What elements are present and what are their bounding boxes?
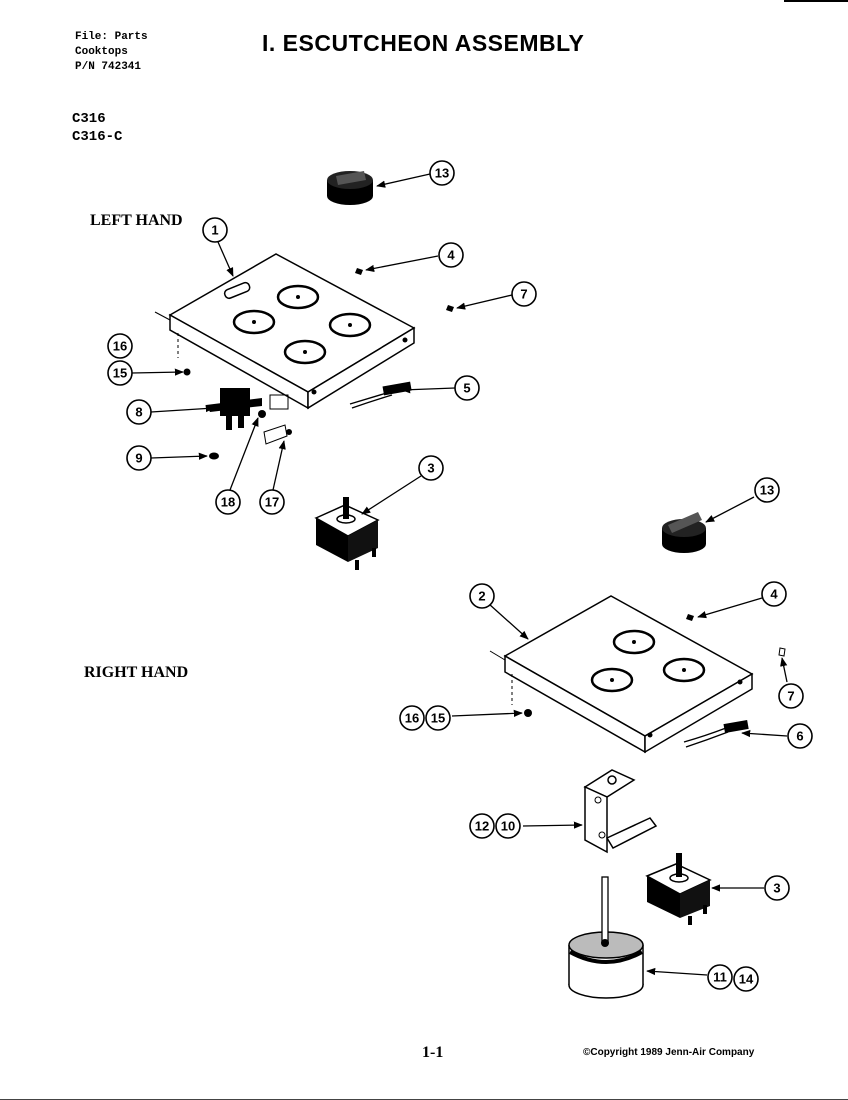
model-item: C316: [72, 111, 106, 127]
right-hand-label: RIGHT HAND: [84, 664, 189, 681]
callout-2: 2: [469, 583, 495, 609]
svg-text:4: 4: [447, 248, 455, 263]
callout-12: 12: [469, 813, 495, 839]
file-line: File: Parts: [75, 31, 148, 43]
callout-11: 11: [707, 964, 733, 990]
svg-text:14: 14: [739, 972, 754, 987]
svg-text:15: 15: [113, 366, 127, 381]
callout-8: 8: [126, 399, 152, 425]
svg-text:3: 3: [773, 881, 780, 896]
left-small-parts: [183, 268, 454, 460]
right-small-parts: [524, 614, 786, 717]
left-hand-label: LEFT HAND: [90, 212, 183, 229]
svg-text:8: 8: [135, 405, 142, 420]
svg-text:15: 15: [431, 711, 445, 726]
svg-text:9: 9: [135, 451, 142, 466]
svg-text:5: 5: [463, 381, 470, 396]
right-mounting-bracket: [583, 769, 658, 854]
svg-text:13: 13: [760, 483, 774, 498]
callout-5: 5: [454, 375, 480, 401]
callout-9: 9: [126, 445, 152, 471]
svg-text:16: 16: [405, 711, 419, 726]
svg-text:7: 7: [787, 689, 794, 704]
right-timer-motor: [568, 876, 644, 999]
svg-text:13: 13: [435, 166, 449, 181]
page-number: 1-1: [422, 1044, 444, 1061]
page-title: I. ESCUTCHEON ASSEMBLY: [262, 30, 585, 56]
callout-3-right: 3: [764, 875, 790, 901]
callout-18: 18: [215, 489, 241, 515]
file-info: File: Parts Cooktops P/N 742341: [75, 30, 148, 75]
copyright: ©Copyright 1989 Jenn-Air Company: [583, 1047, 755, 1058]
callout-7-left: 7: [511, 281, 537, 307]
corner-rule: [784, 0, 848, 2]
callout-15-right: 15: [425, 705, 451, 731]
callout-15-left: 15: [107, 360, 133, 386]
right-wire-harness: [683, 719, 749, 748]
callout-7-right: 7: [778, 683, 804, 709]
svg-text:17: 17: [265, 495, 279, 510]
callout-13-left: 13: [429, 160, 455, 186]
right-infinite-switch: [645, 853, 712, 925]
left-wire-harness: [349, 381, 412, 409]
svg-text:6: 6: [796, 729, 803, 744]
svg-text:12: 12: [475, 819, 489, 834]
right-knob: [662, 512, 706, 553]
svg-text:18: 18: [221, 495, 235, 510]
right-leader-lines: [451, 496, 788, 976]
svg-text:2: 2: [478, 589, 485, 604]
category-line: Cooktops: [75, 46, 128, 58]
svg-text:1: 1: [211, 223, 218, 238]
callout-14: 14: [733, 966, 759, 992]
callout-4-right: 4: [761, 581, 787, 607]
callout-17: 17: [259, 489, 285, 515]
callout-3-left: 3: [418, 455, 444, 481]
svg-text:16: 16: [113, 339, 127, 354]
callout-1: 1: [202, 217, 228, 243]
callout-6: 6: [787, 723, 813, 749]
callout-16-right: 16: [399, 705, 425, 731]
svg-text:11: 11: [713, 970, 727, 985]
svg-text:10: 10: [501, 819, 515, 834]
callout-4-left: 4: [438, 242, 464, 268]
model-list: C316 C316-C: [72, 110, 122, 146]
callout-16-left: 16: [107, 333, 133, 359]
svg-text:7: 7: [520, 287, 527, 302]
left-escutcheon-panel: [154, 253, 416, 410]
callout-13-right: 13: [754, 477, 780, 503]
model-item: C316-C: [72, 129, 123, 145]
callout-10: 10: [495, 813, 521, 839]
part-number-line: P/N 742341: [75, 61, 142, 73]
left-infinite-switch: [314, 497, 380, 570]
left-leader-lines: [131, 173, 513, 515]
svg-text:3: 3: [427, 461, 434, 476]
right-escutcheon-panel: [489, 595, 754, 754]
svg-text:4: 4: [770, 587, 778, 602]
left-knob: [327, 171, 373, 205]
